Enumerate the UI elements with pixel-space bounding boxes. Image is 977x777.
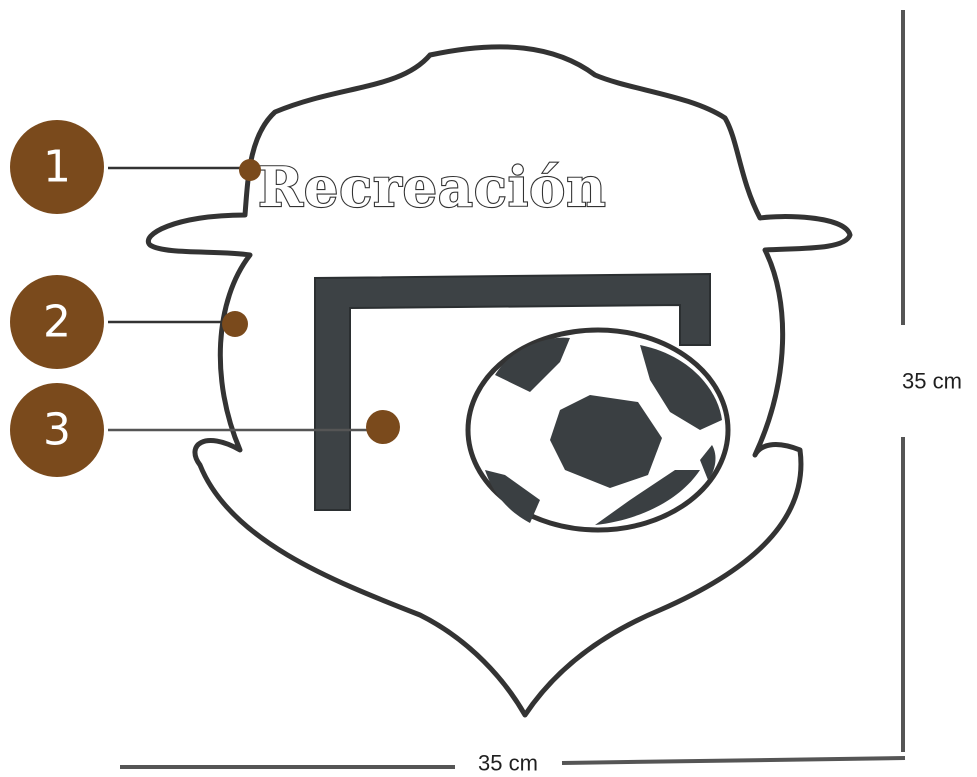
height-label: 35 cm bbox=[902, 369, 962, 394]
callout-2-number: 2 bbox=[43, 297, 71, 348]
ball-center-patch bbox=[550, 395, 662, 488]
shield-title: Recreación bbox=[258, 155, 607, 219]
width-dimension: 35 cm bbox=[120, 751, 906, 776]
ball-patch-bottom-right bbox=[595, 470, 700, 525]
callout-3-number: 3 bbox=[43, 405, 71, 456]
width-line-right bbox=[561, 756, 906, 765]
callout-3: 3 bbox=[10, 383, 400, 477]
callout-1-badge bbox=[10, 120, 104, 214]
soccer-ball bbox=[465, 327, 731, 533]
callout-1-number: 1 bbox=[43, 142, 71, 193]
ball-patch-right bbox=[700, 445, 716, 480]
callout-3-dot bbox=[366, 410, 400, 444]
width-label: 35 cm bbox=[478, 751, 538, 776]
height-dimension: 35 cm bbox=[901, 10, 962, 752]
callout-1: 1 bbox=[10, 120, 261, 214]
goal-frame bbox=[314, 272, 711, 511]
callout-2-dot bbox=[222, 311, 248, 337]
ball-patch-bottom-left bbox=[485, 470, 540, 523]
callout-2-badge bbox=[10, 275, 104, 369]
ball-patch-top-right bbox=[640, 345, 722, 430]
callout-3-badge bbox=[10, 383, 104, 477]
callout-1-dot bbox=[239, 159, 261, 181]
callout-2: 2 bbox=[10, 275, 248, 369]
ball-patch-top-left bbox=[495, 337, 570, 392]
